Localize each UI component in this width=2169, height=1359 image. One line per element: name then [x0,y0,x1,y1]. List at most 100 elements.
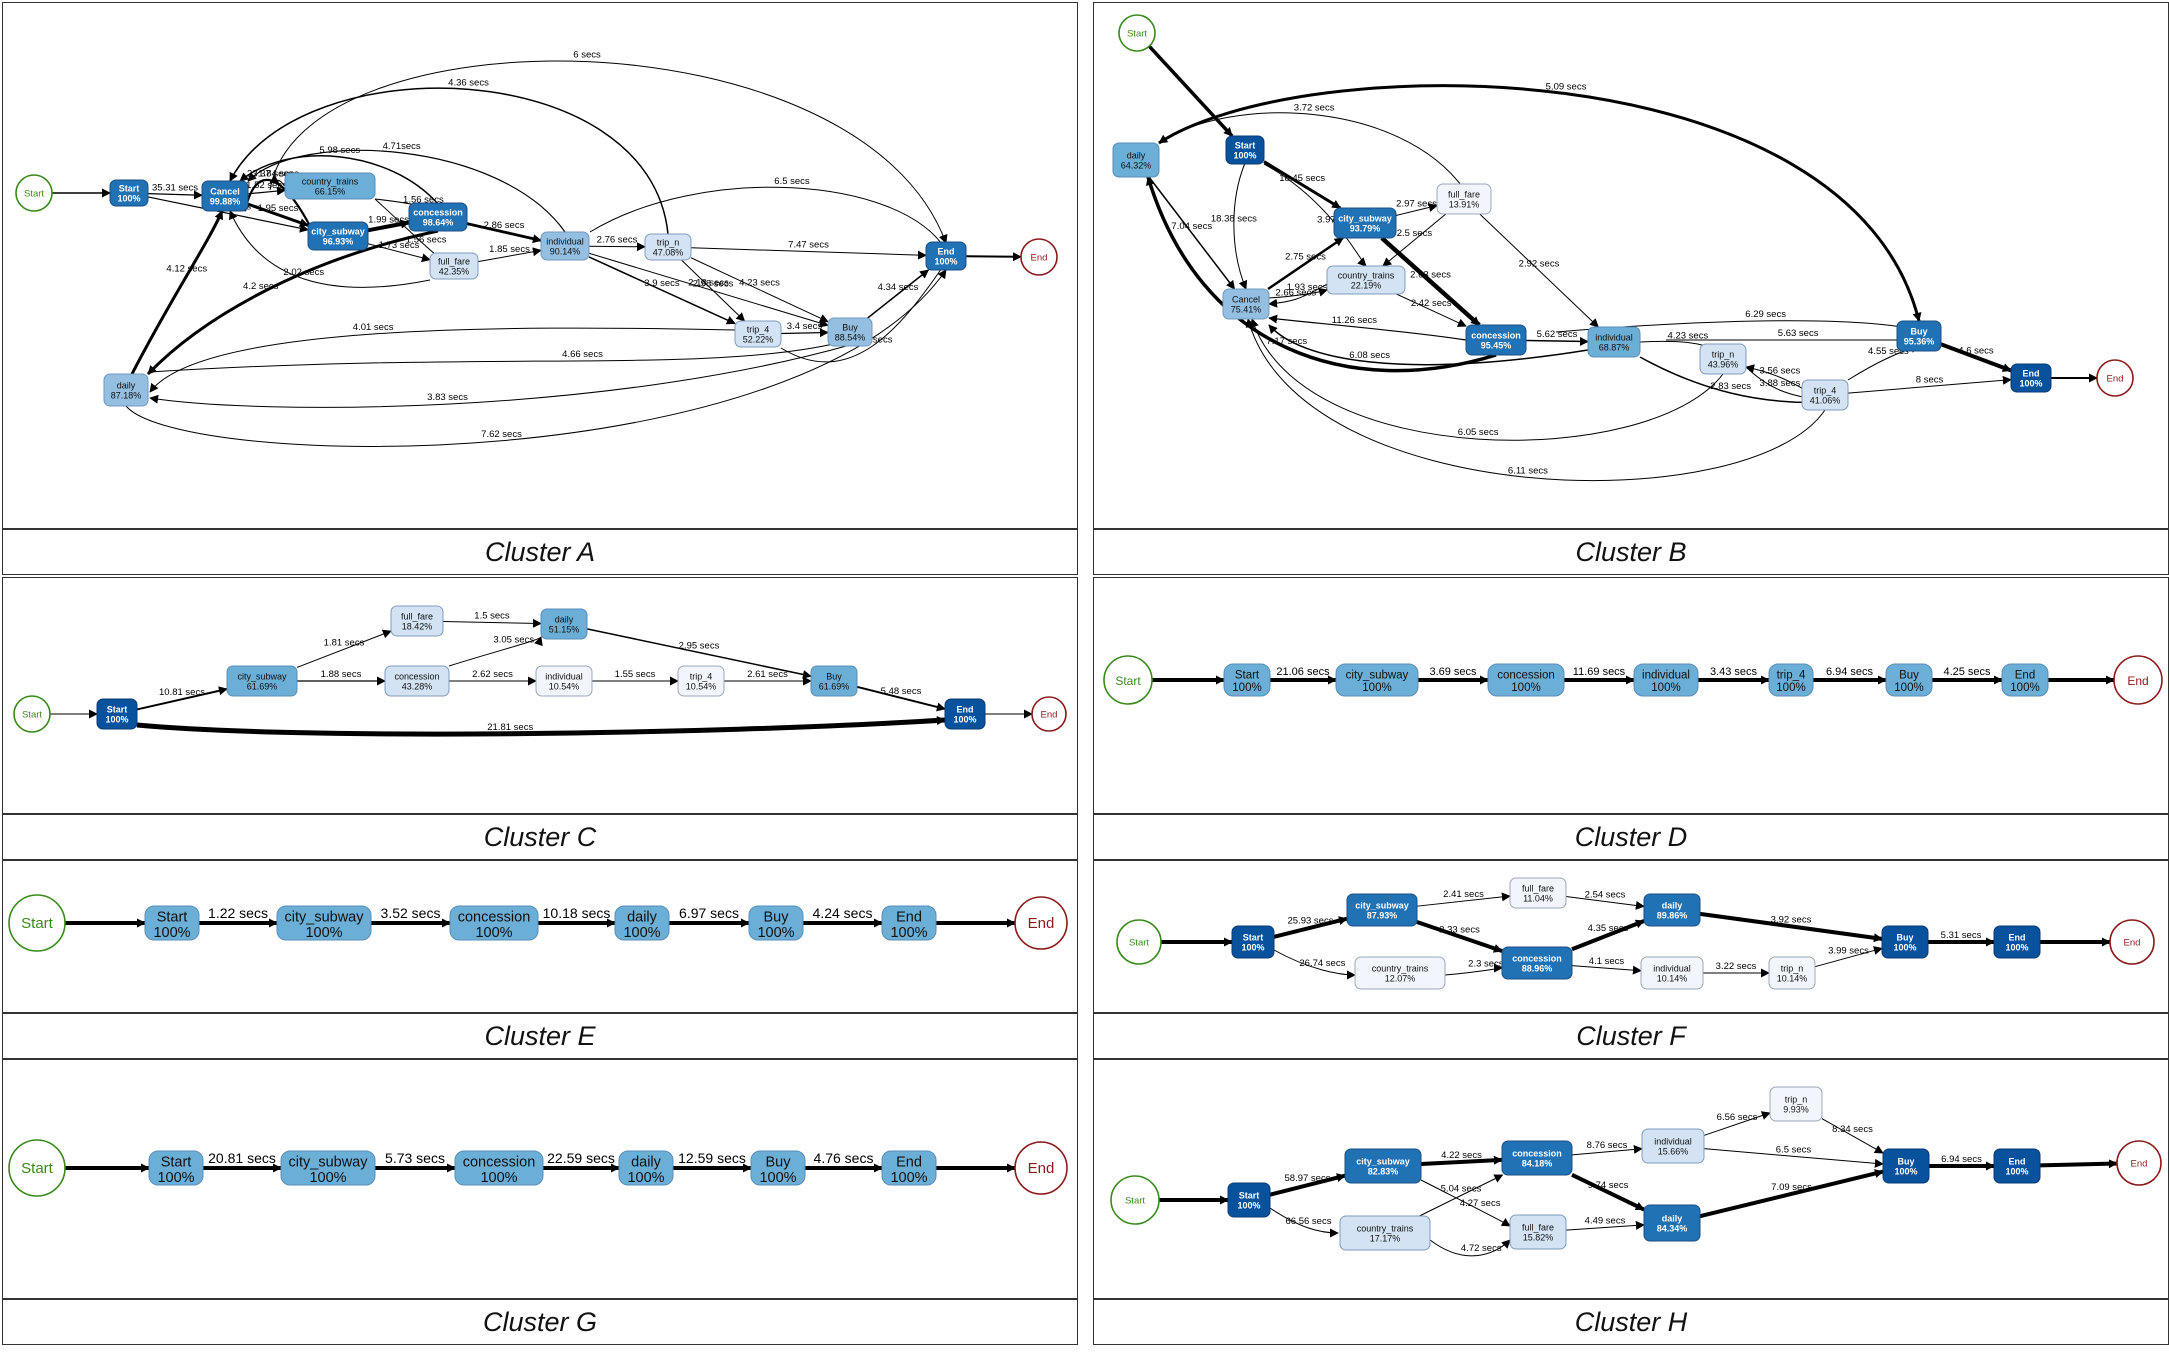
node-label: End [2009,933,2026,943]
node-percentage: 100% [1241,943,1264,953]
activity-node-trip_n[interactable]: trip_n9.93% [1769,1086,1823,1122]
start-event-node[interactable]: Start [1118,14,1156,52]
edge-label: 4.27 secs [1460,1198,1501,1209]
edge-label: 5.73 secs [385,1150,445,1166]
end-event-node[interactable]: End [1014,1141,1068,1195]
end-event-node[interactable]: End [2113,655,2163,705]
node-percentage: 12.07% [1385,974,1416,984]
start-event-node[interactable]: Start [8,894,66,952]
activity-node-trip_n[interactable]: trip_n43.96% [1699,343,1747,375]
end-event-node[interactable]: End [1031,696,1067,732]
activity-node-trip_4[interactable]: trip_410.54% [677,665,725,697]
cluster-e-caption: Cluster E [2,1013,1078,1059]
edge-co-to-da [1146,176,1497,373]
end-event-node[interactable]: End [1020,238,1058,276]
start-event-node[interactable]: Start [1110,1175,1160,1225]
activity-node-trip_n[interactable]: trip_n10.14% [1768,956,1816,990]
end-event-node[interactable]: End [1014,896,1068,950]
start-event-node[interactable]: Start [15,174,53,212]
activity-node-trip_4[interactable]: trip_452.22% [734,320,782,348]
edge-da-to-bu [1699,911,1883,943]
end-event-node[interactable]: End [2109,919,2155,965]
node-label: Cancel [210,187,240,197]
start-event-node[interactable]: Start [8,1139,66,1197]
cluster-b-panel [1093,2,2169,529]
activity-node-trip_n[interactable]: trip_n47.08% [644,233,692,261]
start-event-node[interactable]: Start [1116,919,1162,965]
activity-node-trip_4[interactable]: trip_441.06% [1801,379,1849,411]
node-label: city_subway [311,227,365,237]
start-event-node[interactable]: Start [13,695,51,733]
end-event-node[interactable]: End [2116,1140,2162,1186]
start-event-node[interactable]: Start [1103,655,1153,705]
end-event-node[interactable]: End [2096,359,2134,397]
node-label: Buy [1897,1157,1914,1167]
